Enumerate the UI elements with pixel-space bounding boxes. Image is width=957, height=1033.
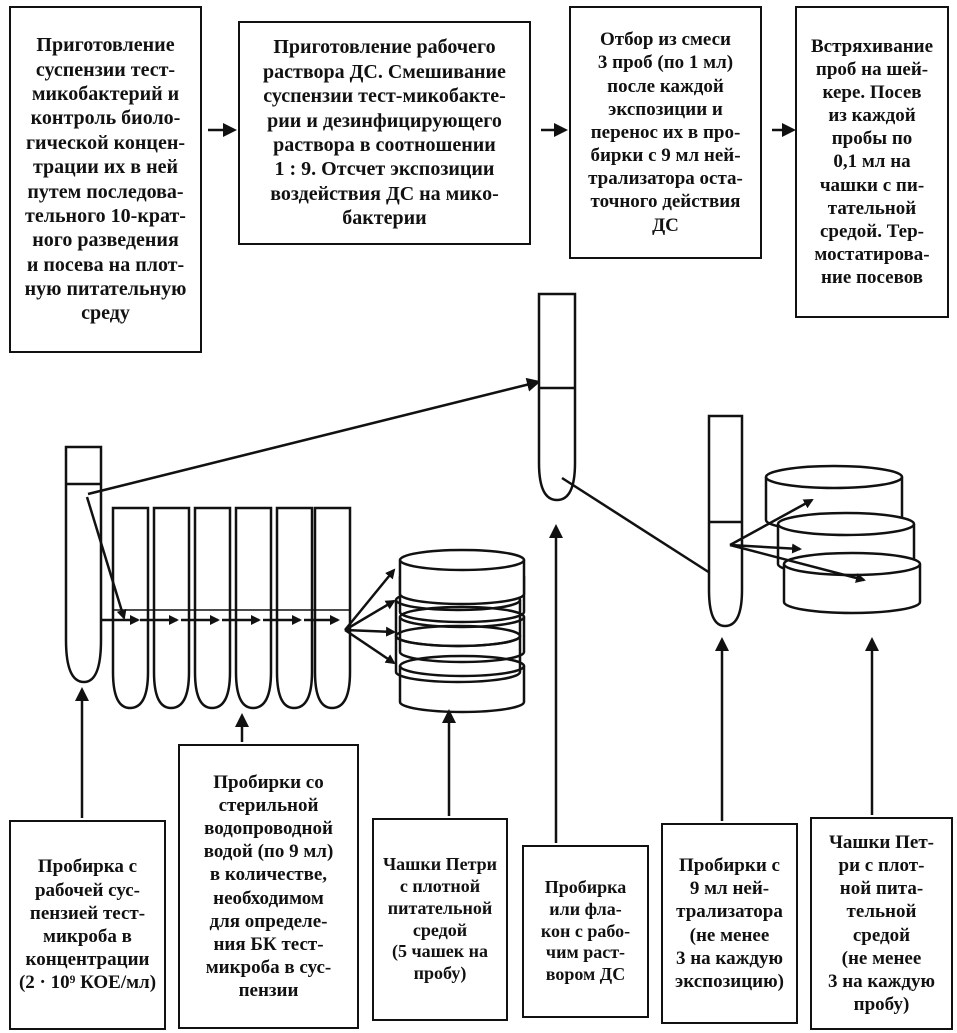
petri-dish (398, 605, 526, 664)
inoculation-arrow (729, 498, 814, 547)
dilution-tube (152, 506, 191, 710)
dilution-tube (234, 506, 273, 710)
ds-flask (537, 292, 577, 502)
label-ds-flask: Пробирка или фла- кон с рабо- чим раст- … (522, 845, 649, 1018)
label-petri-dishes-5: Чашки Петри с плотной питательной средой… (372, 818, 508, 1021)
dilution-tube (193, 506, 232, 710)
petri-dish (782, 551, 922, 615)
petri-dish (398, 654, 526, 714)
step-shaking-inoculation: Встряхивание проб на шей- кере. Посев из… (795, 6, 949, 318)
inoculation-arrow (344, 568, 396, 631)
label-working-suspension-tube: Пробирка с рабочей сус- пензией тест- ми… (9, 820, 166, 1030)
inoculation-arrow (729, 543, 866, 583)
step-suspension-preparation: Приготовление суспензии тест- микобактер… (9, 6, 202, 353)
step-sampling: Отбор из смеси 3 проб (по 1 мл) после ка… (569, 6, 762, 259)
petri-dish (398, 548, 526, 606)
transfer-arrow-to-ds (87, 377, 541, 496)
dilution-tube (275, 506, 314, 710)
transfer-arrow (85, 496, 127, 620)
inoculation-arrow (729, 543, 802, 554)
transfer-arrow-to-neutralizer (561, 476, 724, 582)
neutralizer-tube (707, 414, 744, 628)
label-neutralizer-tubes: Пробирки с 9 мл ней- трализатора (не мен… (661, 823, 798, 1024)
label-petri-dishes-3: Чашки Пет- ри с плот- ной пита- тельной … (810, 817, 953, 1030)
dilution-tube (111, 506, 150, 710)
inoculation-arrow (344, 599, 396, 632)
dilution-tube (313, 506, 352, 710)
step-working-solution: Приготовление рабочего раствора ДС. Смеш… (238, 21, 531, 245)
inoculation-arrow (344, 628, 396, 665)
suspension-tube (64, 445, 103, 684)
label-water-tubes: Пробирки со стерильной водопроводной вод… (178, 744, 359, 1029)
inoculation-arrow (344, 626, 396, 637)
